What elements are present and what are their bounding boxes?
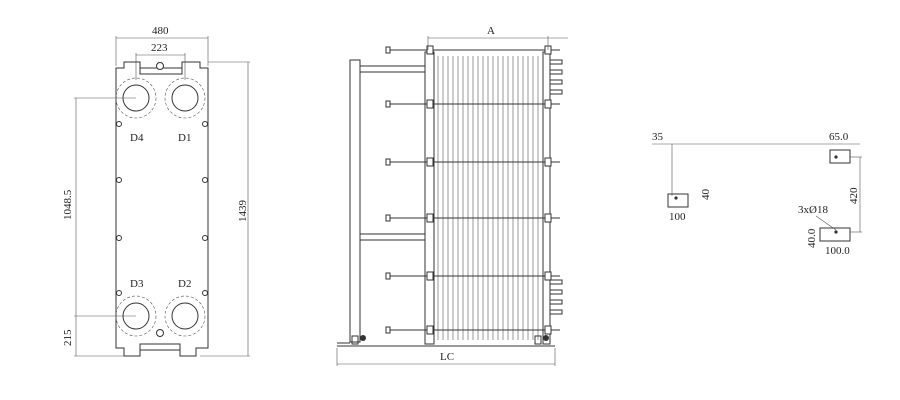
port-label-d4: D4 bbox=[130, 132, 144, 144]
dimension-lc-label: LC bbox=[440, 351, 454, 363]
port-label-d1: D1 bbox=[178, 132, 191, 144]
tie-bar-nut bbox=[544, 325, 552, 335]
overall-height-label: 1439 bbox=[237, 200, 249, 223]
tie-bar-nut bbox=[544, 157, 552, 167]
foot-height-right-label: 40.0 bbox=[806, 228, 818, 248]
port-spacing-label: 223 bbox=[151, 42, 168, 54]
tie-bar-nut bbox=[426, 213, 434, 223]
tie-bar-nut bbox=[426, 271, 434, 281]
overall-height-dimension: 1439 bbox=[200, 61, 250, 357]
tie-bar-nut bbox=[426, 325, 434, 335]
tie-bar-nut bbox=[544, 213, 552, 223]
tie-bars bbox=[385, 45, 560, 335]
tie-bar-nut bbox=[426, 45, 434, 55]
tie-bar-nut bbox=[426, 157, 434, 167]
spacing-label: 420 bbox=[848, 187, 860, 204]
width-dimension: 480 bbox=[115, 25, 209, 66]
tie-bar-head bbox=[385, 214, 391, 222]
edge-right-label: 65.0 bbox=[829, 131, 849, 143]
foot-height-left-label: 40 bbox=[700, 189, 712, 201]
tie-bar-nut bbox=[426, 99, 434, 109]
bolt-holes bbox=[116, 62, 208, 337]
plate-pack bbox=[437, 56, 539, 340]
foot-right-top bbox=[829, 149, 851, 164]
fixed-frame bbox=[349, 59, 361, 343]
tie-bar-head bbox=[385, 100, 391, 108]
dimension-a: A bbox=[427, 25, 568, 50]
rear-plate bbox=[542, 51, 551, 345]
tie-bar-nut bbox=[544, 99, 552, 109]
port-spacing-dimension: 223 bbox=[135, 42, 186, 80]
width-label: 480 bbox=[152, 25, 169, 37]
port-height-dimension: 1048.5 bbox=[62, 97, 136, 317]
port-label-d2: D2 bbox=[178, 278, 191, 290]
tie-bar-head bbox=[385, 326, 391, 334]
port-height-label: 1048.5 bbox=[62, 189, 74, 220]
bottom-offset-label: 215 bbox=[62, 329, 74, 346]
front-view: D4 D1 D3 D2 480 223 1048.5 bbox=[62, 25, 250, 357]
pressure-plate bbox=[424, 51, 435, 345]
nozzles bbox=[549, 59, 563, 315]
port-bottom-right bbox=[164, 295, 206, 337]
foot-right-bottom bbox=[819, 227, 851, 242]
side-view: A LC bbox=[336, 25, 568, 366]
foot-left bbox=[667, 193, 689, 208]
foot-width-right-label: 100.0 bbox=[825, 245, 850, 257]
tie-bar-head bbox=[385, 158, 391, 166]
holes-label: 3xØ18 bbox=[798, 204, 828, 216]
dimension-lc: LC bbox=[336, 348, 556, 366]
port-label-d3: D3 bbox=[130, 278, 144, 290]
foot-width-left-label: 100 bbox=[669, 211, 686, 223]
tie-bar-nut bbox=[544, 271, 552, 281]
bottom-offset-dimension: 215 bbox=[62, 316, 124, 357]
tie-bar-head bbox=[385, 46, 391, 54]
port-top-right bbox=[164, 77, 206, 119]
edge-left-label: 35 bbox=[652, 131, 664, 143]
foot-detail: 35 65.0 420 40 100 3xØ18 40.0 100.0 bbox=[652, 131, 862, 257]
dimension-a-label: A bbox=[487, 25, 495, 37]
tie-bar-head bbox=[385, 272, 391, 280]
frame-plate-outline bbox=[115, 61, 209, 357]
